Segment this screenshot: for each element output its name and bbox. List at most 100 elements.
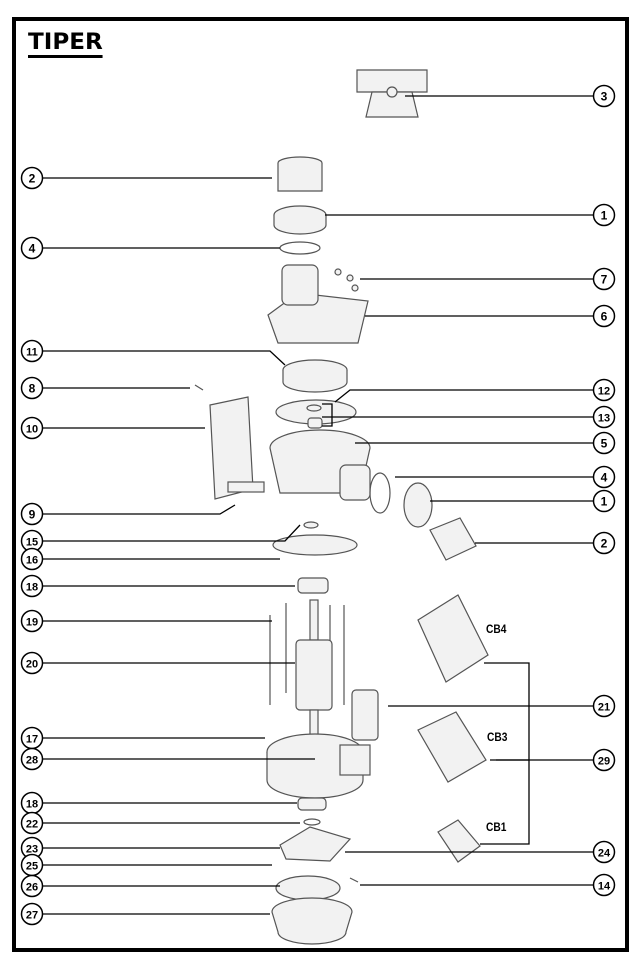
part-end-shield — [279, 826, 352, 862]
callout-number: 4 — [601, 471, 608, 485]
part-fan — [275, 875, 341, 901]
callout-number: 4 — [29, 242, 36, 256]
callout-number: 24 — [598, 848, 611, 860]
part-mechanical-seal — [306, 404, 323, 429]
callout-11: 11 — [20, 339, 44, 363]
callout-circle — [20, 416, 44, 440]
callout-2: 2 — [20, 166, 44, 190]
callout-number: 15 — [26, 537, 38, 549]
part-union-end — [429, 517, 477, 561]
callout-circle — [20, 502, 44, 526]
part-capacitor — [351, 689, 379, 741]
part-screw — [349, 877, 359, 883]
callout-number: 27 — [26, 910, 38, 922]
part-control-box-cb3 — [417, 711, 487, 783]
part-key — [227, 481, 265, 493]
callout-25: 25 — [20, 853, 44, 877]
part-rotor — [295, 599, 333, 736]
part-washer — [303, 521, 319, 529]
callout-circle — [20, 609, 44, 633]
part-union-end — [277, 156, 323, 192]
part-fan-cover — [271, 897, 353, 945]
callout-20: 20 — [20, 651, 44, 675]
callout-19: 19 — [20, 609, 44, 633]
callout-number: 12 — [598, 386, 610, 398]
callout-circle — [592, 405, 616, 429]
part-pump-cover — [267, 264, 369, 344]
part-union-nut — [273, 205, 327, 235]
callout-6: 6 — [592, 304, 616, 328]
callout-circle — [20, 811, 44, 835]
callout-circle — [592, 694, 616, 718]
callout-circle — [592, 267, 616, 291]
part-bearing — [297, 797, 327, 811]
callout-10: 10 — [20, 416, 44, 440]
part-o-ring — [279, 241, 321, 255]
callout-circle — [592, 840, 616, 864]
callout-circle — [20, 236, 44, 260]
callout-number: 3 — [601, 90, 608, 104]
callout-14: 14 — [592, 873, 616, 897]
callout-number: 18 — [26, 799, 38, 811]
callout-26: 26 — [20, 874, 44, 898]
callout-number: 29 — [598, 756, 610, 768]
callout-number: 20 — [26, 659, 38, 671]
callout-29: 29 — [592, 748, 616, 772]
callout-16: 16 — [20, 547, 44, 571]
callout-number: 18 — [26, 582, 38, 594]
callout-number: 9 — [29, 508, 36, 522]
callout-9: 9 — [20, 502, 44, 526]
callout-number: 2 — [601, 537, 608, 551]
part-control-box-cb1 — [437, 819, 481, 863]
callout-18: 18 — [20, 791, 44, 815]
diagram-title: TIPER — [28, 32, 103, 58]
part-pump-body — [269, 429, 371, 501]
callout-number: 7 — [601, 273, 608, 287]
callout-number: 14 — [598, 881, 611, 893]
leader-line — [334, 389, 593, 403]
callout-circle — [592, 431, 616, 455]
callout-number: 5 — [601, 437, 608, 451]
part-screws — [334, 268, 359, 292]
callout-circle — [592, 84, 616, 108]
callout-15: 15 — [20, 529, 44, 553]
callout-27: 27 — [20, 902, 44, 926]
callout-22: 22 — [20, 811, 44, 835]
callout-circle — [20, 547, 44, 571]
callout-2: 2 — [592, 531, 616, 555]
callout-number: 17 — [26, 734, 38, 746]
part-bearing-flange — [272, 534, 358, 556]
callout-18: 18 — [20, 574, 44, 598]
part-impeller — [282, 359, 348, 393]
callout-circle — [592, 531, 616, 555]
callout-24: 24 — [592, 840, 616, 864]
callout-1: 1 — [592, 489, 616, 513]
callout-circle — [20, 902, 44, 926]
callout-4: 4 — [20, 236, 44, 260]
part-tee-fitting — [356, 69, 428, 118]
callout-circle — [592, 304, 616, 328]
cb1-label: CB1 — [486, 820, 507, 834]
connector-line — [322, 403, 333, 427]
callout-circle — [592, 378, 616, 402]
callout-number: 8 — [29, 382, 36, 396]
callout-circle — [592, 203, 616, 227]
callout-number: 13 — [598, 413, 610, 425]
callout-7: 7 — [592, 267, 616, 291]
callout-12: 12 — [592, 378, 616, 402]
callout-number: 1 — [601, 495, 608, 509]
part-circlip — [303, 818, 321, 826]
connector-line — [480, 662, 530, 845]
callout-number: 6 — [601, 310, 608, 324]
callout-4: 4 — [592, 465, 616, 489]
part-union-nut — [403, 482, 433, 528]
callout-1: 1 — [592, 203, 616, 227]
callout-number: 26 — [26, 882, 38, 894]
callout-5: 5 — [592, 431, 616, 455]
callout-number: 2 — [29, 172, 36, 186]
leader-line — [43, 350, 286, 366]
callout-number: 1 — [601, 209, 608, 223]
callout-8: 8 — [20, 376, 44, 400]
callout-number: 25 — [26, 861, 38, 873]
